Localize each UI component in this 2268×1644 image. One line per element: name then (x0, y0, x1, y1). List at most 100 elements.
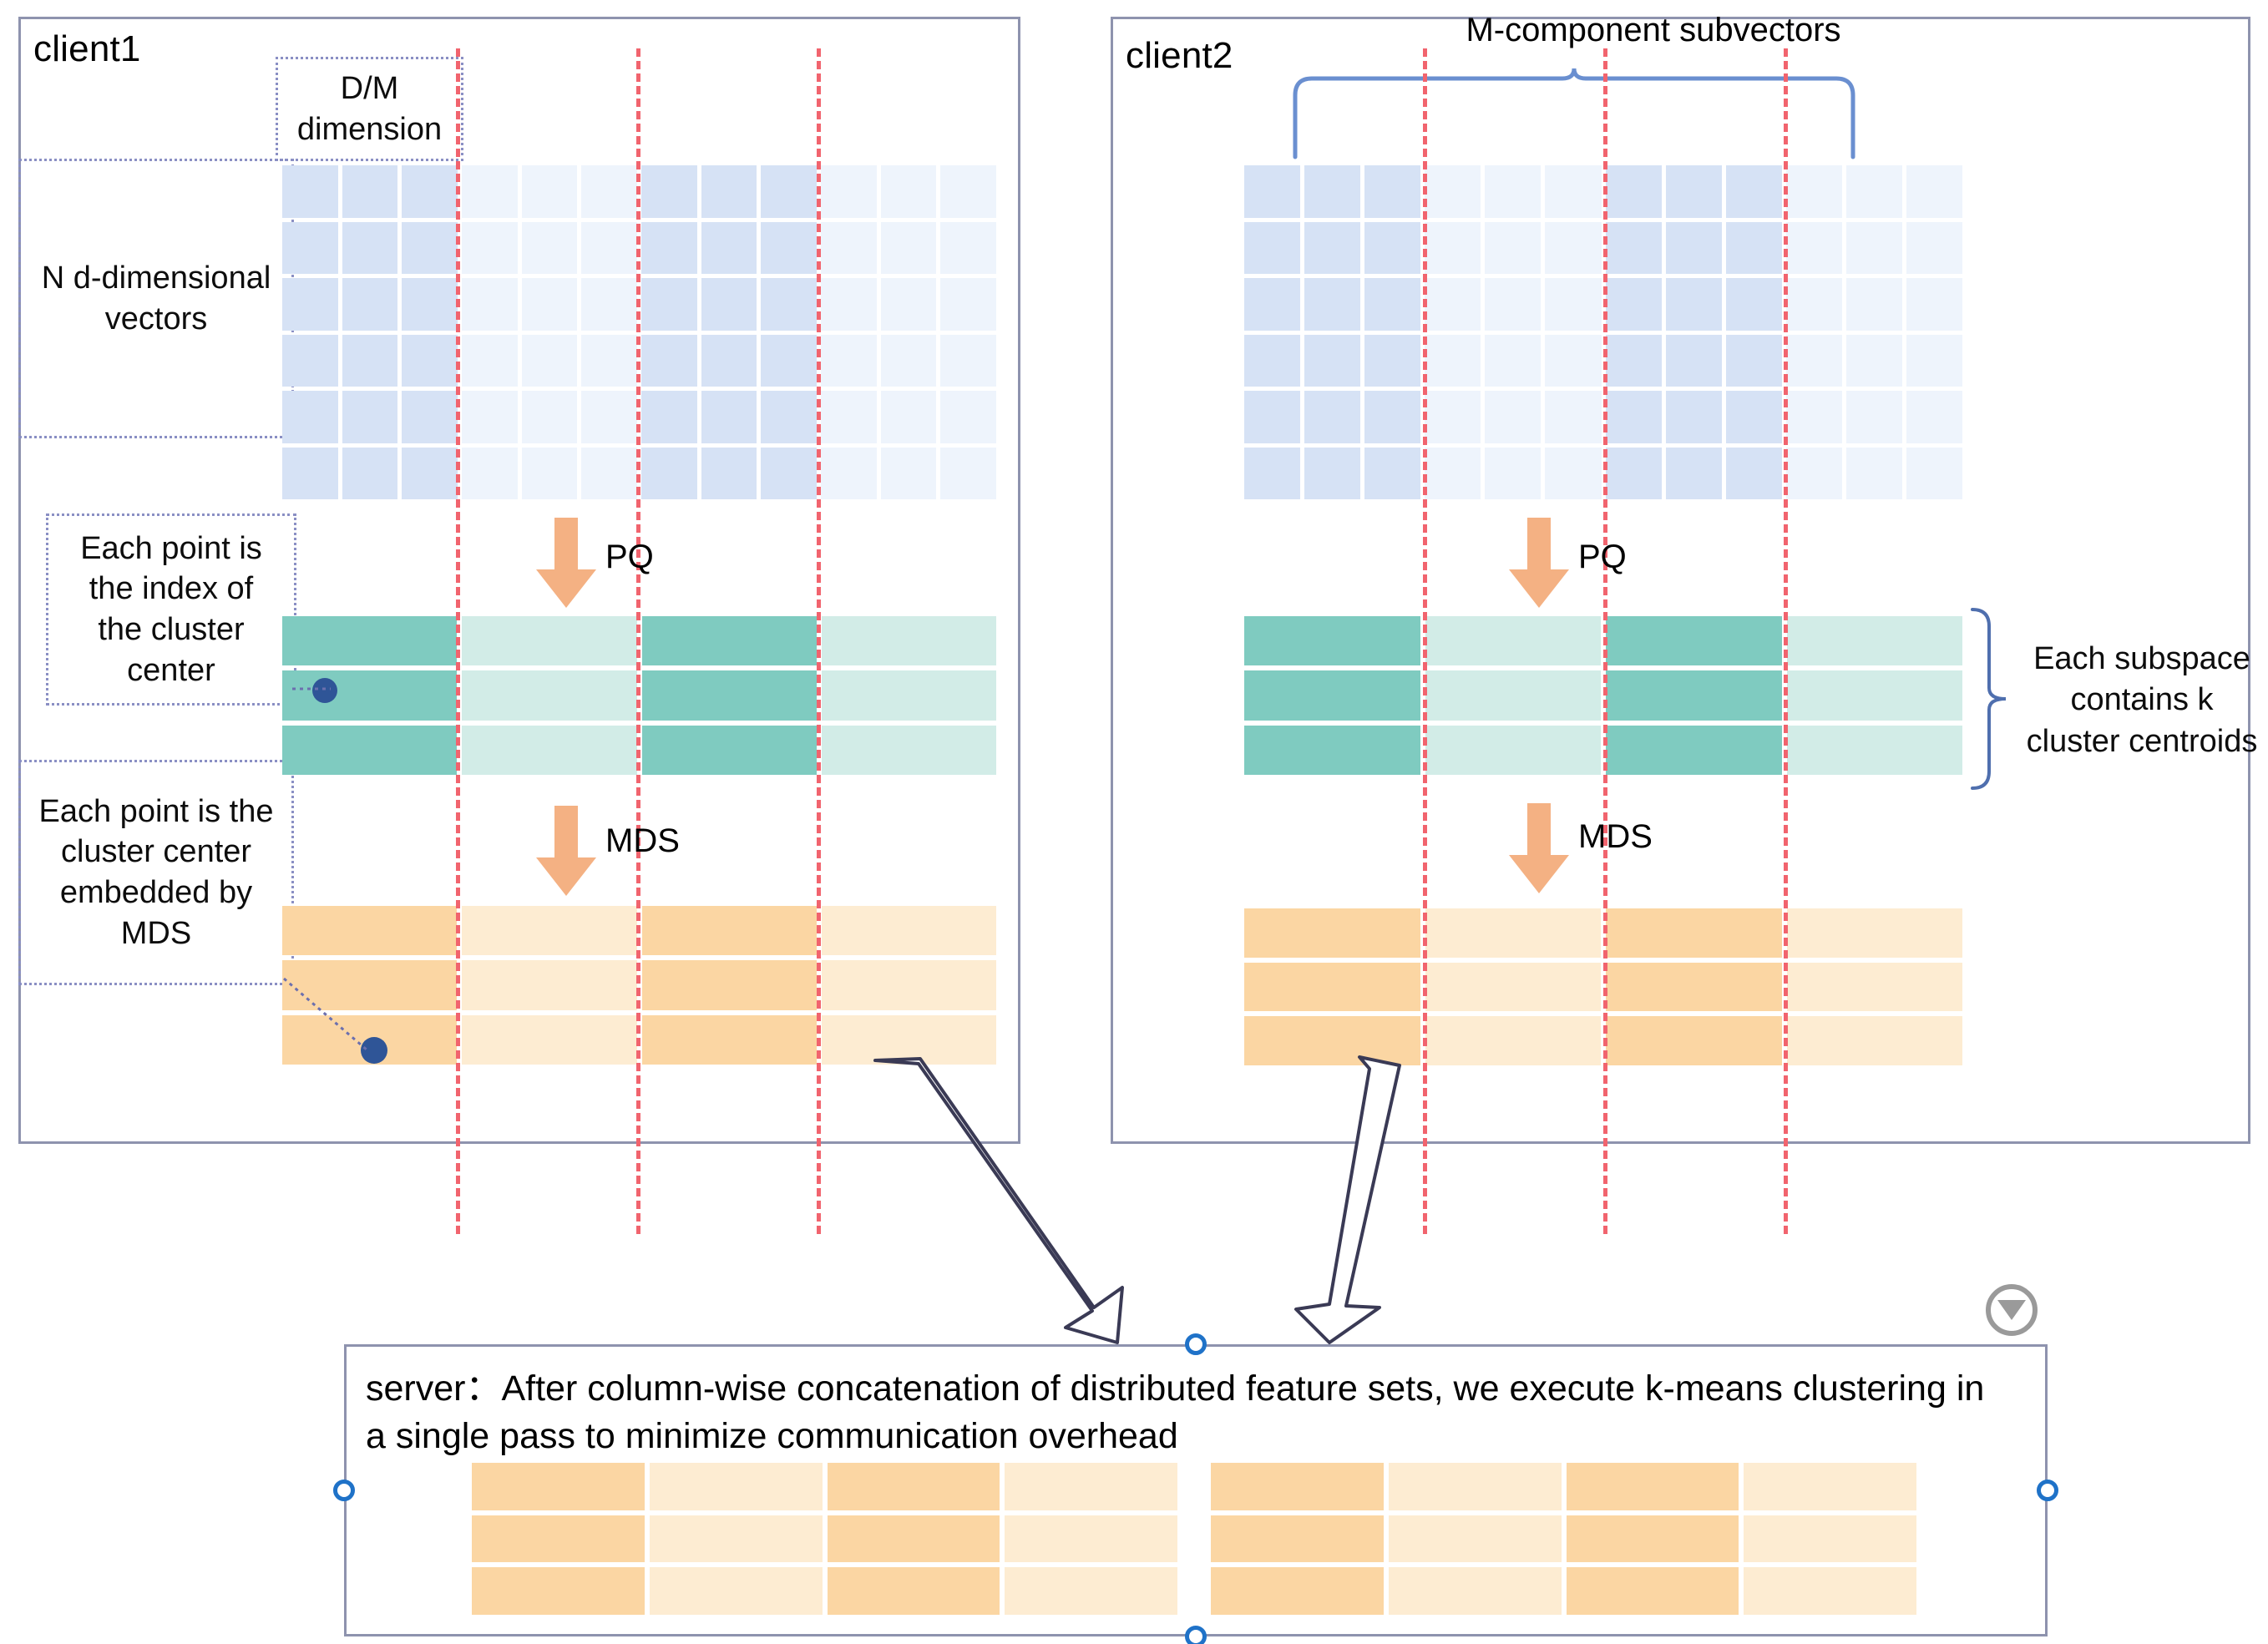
bottom-center-handle[interactable] (1185, 1626, 1207, 1644)
server-cell (649, 1567, 823, 1615)
client1-centroid-cell (641, 725, 817, 775)
client1-vector-cell (701, 334, 757, 387)
client1-vector-cell (342, 447, 398, 499)
client2-vector-cell (1845, 278, 1902, 331)
client1-vector-cell (761, 278, 817, 331)
client2-mds-cell (1606, 1016, 1782, 1065)
client1-vector-cell (581, 221, 637, 274)
mds-embedding-point (361, 1037, 387, 1064)
client1-vector-cell (880, 391, 937, 443)
client1-vector-cell (640, 278, 697, 331)
client1-mds-arrow-icon (536, 806, 596, 896)
client1-pq-arrow-icon (536, 518, 596, 608)
server-cell (1566, 1463, 1739, 1510)
client1-vector-cell (940, 334, 996, 387)
server-cell (1005, 1463, 1177, 1510)
mds-embedding-annotation: Each point is the cluster center embedde… (18, 760, 294, 985)
client2-centroid-cell (1425, 616, 1601, 666)
client1-vector-cell (940, 221, 996, 274)
client1-mds-cell (282, 960, 458, 1010)
client2-mds-cell (1606, 908, 1782, 958)
client2-vector-cell (1545, 221, 1602, 274)
client2-mds-cell (1244, 962, 1420, 1012)
client2-vector-cell (1485, 334, 1542, 387)
client2-vector-cell (1605, 165, 1662, 218)
client2-centroid-cell (1244, 725, 1420, 775)
client2-vector-cell (1364, 221, 1421, 274)
m-component-subvectors-label: M-component subvectors (1466, 12, 1841, 48)
arrow-client1-to-server-icon (873, 1057, 1124, 1344)
subspace-brace-icon (1971, 608, 2007, 790)
server-cell (1005, 1567, 1177, 1615)
client2-vector-cell (1906, 221, 1962, 274)
client1-centroid-cell (282, 616, 458, 666)
client1-vector-cell (701, 447, 757, 499)
subvector-separator-3 (817, 48, 821, 1234)
client1-vector-cell (402, 165, 458, 218)
client2-vector-cell (1545, 391, 1602, 443)
client1-mds-label: MDS (605, 822, 680, 859)
client2-subvector-separator-1 (1423, 48, 1427, 1234)
client2-vector-cell (1785, 221, 1842, 274)
client1-vector-cell (880, 165, 937, 218)
client1-centroid-cell (462, 725, 637, 775)
client2-centroid-cell (1786, 725, 1962, 775)
client2-vector-cell (1785, 447, 1842, 499)
client2-vector-cell (1665, 391, 1722, 443)
top-center-handle[interactable] (1185, 1333, 1207, 1355)
client2-mds-cell (1606, 962, 1782, 1012)
client1-centroid-cell (462, 616, 637, 666)
client2-centroid-cell (1606, 670, 1782, 721)
client1-vector-cell (282, 391, 338, 443)
client1-vector-cell (342, 278, 398, 331)
client2-vector-cell (1425, 278, 1481, 331)
client2-vector-cell (1425, 221, 1481, 274)
server-cell (649, 1515, 823, 1563)
client2-vector-cell (1906, 447, 1962, 499)
client2-centroid-cell (1425, 725, 1601, 775)
client2-vector-cell (1605, 391, 1662, 443)
n-vectors-label: N d-dimensional vectors (41, 260, 271, 336)
client2-vector-cell (1364, 447, 1421, 499)
client1-vector-cell (461, 391, 518, 443)
client2-vector-cell (1545, 278, 1602, 331)
client2-vector-cell (1605, 447, 1662, 499)
client1-vector-cell (820, 278, 877, 331)
client2-vector-cell (1425, 447, 1481, 499)
client1-vector-cell (342, 165, 398, 218)
rotate-handle-icon[interactable] (1986, 1284, 2038, 1336)
client1-centroid-grid (282, 616, 996, 775)
client2-vector-cell (1845, 334, 1902, 387)
client2-vector-cell (1605, 334, 1662, 387)
client2-vector-cell (1785, 334, 1842, 387)
client1-vector-cell (820, 334, 877, 387)
server-cell (472, 1515, 645, 1563)
client2-mds-cell (1244, 1016, 1420, 1065)
client1-vector-cell (820, 391, 877, 443)
client1-mds-cell (641, 906, 817, 956)
client2-vector-cell (1244, 278, 1301, 331)
client2-centroid-grid (1244, 616, 1962, 775)
client1-vector-cell (461, 165, 518, 218)
server-concatenated-grid (472, 1463, 1916, 1615)
client2-vector-cell (1785, 165, 1842, 218)
client2-vector-cell (1845, 165, 1902, 218)
server-cell (472, 1567, 645, 1615)
client1-vector-cell (342, 334, 398, 387)
client1-vector-cell (701, 391, 757, 443)
client1-mds-cell (282, 906, 458, 956)
client2-subvector-separator-3 (1784, 48, 1788, 1234)
client1-vector-cell (820, 165, 877, 218)
client2-vector-cell (1906, 278, 1962, 331)
client2-vector-cell (1785, 391, 1842, 443)
client1-vector-cell (761, 334, 817, 387)
client1-vector-cell (940, 447, 996, 499)
left-middle-handle[interactable] (333, 1480, 355, 1501)
client1-vector-cell (820, 221, 877, 274)
right-middle-handle[interactable] (2037, 1480, 2058, 1501)
client2-vector-cell (1364, 278, 1421, 331)
client1-title: client1 (33, 28, 141, 69)
client1-vector-cell (880, 221, 937, 274)
client1-vector-cell (581, 447, 637, 499)
client1-vector-cell (940, 278, 996, 331)
